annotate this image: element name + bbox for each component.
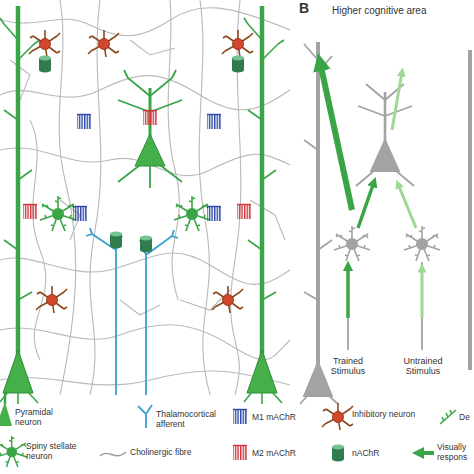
dendrite-branches [118, 70, 182, 112]
inhibitory-neuron [212, 286, 243, 313]
dendrite-branches [244, 18, 284, 300]
m2-machr-symbol [143, 111, 157, 126]
response-arrow [392, 72, 402, 130]
response-arrow [398, 184, 416, 228]
legend-nachr-symbol [332, 445, 344, 462]
cholinergic-fibre [90, 0, 101, 395]
legend-text: Inhibitory neuron [352, 410, 422, 420]
basal-dendrites [118, 165, 182, 188]
legend-text: Pyramidal neuron [15, 408, 65, 427]
pyramidal-soma [135, 134, 165, 166]
legend-text: M1 mAChR [252, 413, 322, 423]
legend-m2-symbol [233, 446, 247, 461]
dendrite-branches [304, 44, 332, 300]
inhibitory-neuron [29, 30, 60, 57]
stimulus-label: Trained Stimulus [322, 356, 374, 376]
pyramidal-soma [304, 362, 332, 396]
cholinergic-fibre [10, 40, 285, 315]
legend-pyramidal-symbol [0, 402, 12, 426]
response-arrow [421, 268, 424, 318]
legend-text: De [459, 413, 474, 423]
area-label: Higher cognitive area [332, 5, 457, 16]
m1-machr-symbol [207, 115, 221, 130]
afferent [348, 262, 422, 350]
legend-text: Visually respons [437, 443, 474, 462]
nachr-symbol [232, 56, 244, 73]
apical-dendrite [316, 42, 320, 368]
legend-text: M2 mAChR [252, 449, 322, 459]
nachr-symbol [39, 56, 51, 73]
grey-neurons [300, 42, 470, 404]
spiny-stellate-neuron [334, 226, 370, 261]
legend-text: Thalamocortical afferent [156, 410, 228, 429]
legend-arrow-symbol [418, 451, 434, 455]
panel-letter: B [299, 1, 317, 17]
pyramidal-soma [247, 350, 277, 393]
legend-symbols [0, 392, 456, 467]
nachr-symbol [140, 236, 152, 253]
legend-text: Spiny stellate neuron [26, 442, 86, 461]
legend-stellate-symbol [0, 436, 28, 467]
stimulus-label: Untrained Stimulus [394, 356, 452, 376]
m1-machr-symbol [73, 207, 87, 222]
pyramidal-neuron [0, 6, 40, 404]
m1-machr-symbol [77, 115, 91, 130]
thalamocortical-afferents [86, 228, 178, 395]
pyramidal-soma [371, 140, 399, 171]
m2-machr-symbol [23, 205, 37, 220]
spiny-stellate-neuron [404, 226, 440, 261]
m2-machr-symbol [237, 205, 251, 220]
inhibitory-neuron [222, 30, 253, 57]
legend-dendrite-symbol [440, 410, 456, 424]
pyramidal-soma [3, 350, 33, 393]
cholinergic-fibre [0, 371, 290, 385]
cholinergic-fibre [199, 0, 210, 395]
legend-inhibitory-symbol [322, 403, 353, 430]
response-arrows [320, 62, 422, 318]
response-arrow [320, 62, 352, 210]
dendrite-branches [0, 18, 40, 300]
thalamocortical-afferent [140, 230, 178, 395]
legend-text: nAChR [352, 449, 412, 459]
cholinergic-fibre [59, 0, 75, 395]
basal-dendrites [300, 395, 338, 404]
legend-text: Cholinergic fibre [130, 448, 220, 458]
spiny-stellate-neuron [174, 196, 210, 231]
basal-dendrites [0, 392, 38, 404]
cholinergic-fibre [0, 253, 290, 284]
legend-cholinergic-symbol [100, 452, 126, 456]
basal-dendrites [244, 392, 282, 404]
cholinergic-fibre [168, 0, 179, 300]
response-arrow [358, 182, 374, 228]
cholinergic-fibre [0, 325, 290, 360]
cholinergic-fibre [30, 120, 46, 360]
nachr-symbol [110, 232, 122, 249]
m1-machr-symbol [207, 207, 221, 222]
thalamocortical-afferent [86, 228, 122, 395]
apical-dendrite [468, 50, 472, 370]
cholinergic-fibres [0, 0, 290, 395]
inhibitory-neuron [36, 286, 67, 313]
response-arrow [346, 266, 350, 318]
inhibitory-neuron [88, 30, 119, 57]
legend-afferent-symbol [138, 405, 152, 428]
legend-m1-symbol [233, 410, 247, 425]
spiny-stellate-neuron [40, 196, 76, 231]
pyramidal-neuron [118, 70, 182, 188]
dendrite-branches [356, 84, 414, 186]
